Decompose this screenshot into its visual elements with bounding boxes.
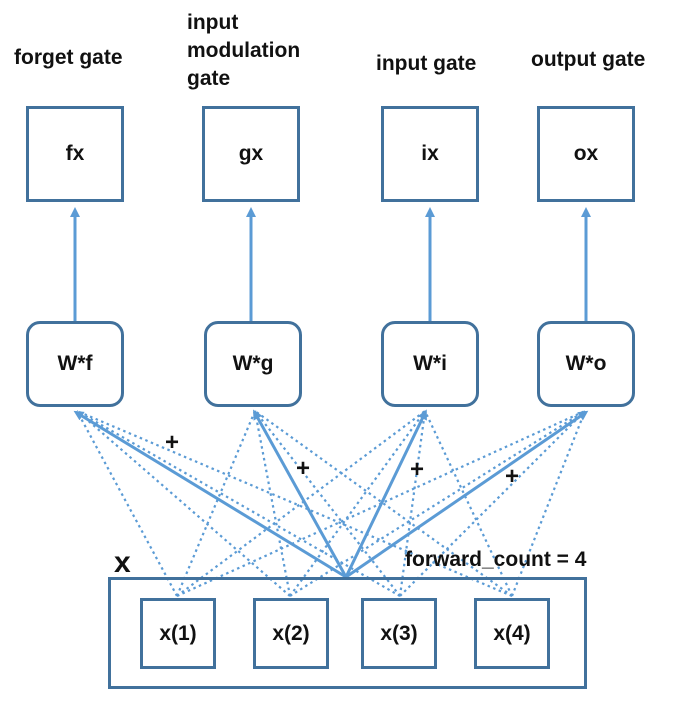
forget-gate-weight-box: W*f	[26, 321, 124, 407]
dotted-link-x1-w3	[176, 410, 426, 597]
input-gate-weight-box: W*i	[381, 321, 479, 407]
dotted-link-x4-w1	[76, 409, 513, 598]
solid-link-w2	[253, 409, 348, 578]
input-box-3: x(3)	[361, 598, 437, 669]
input-box-4: x(4)	[474, 598, 550, 669]
forward-count-label: forward_count = 4	[405, 548, 587, 571]
input-gate-label: input gate	[376, 52, 477, 75]
dotted-link-x4-w3	[424, 410, 513, 597]
plus-sign-1: +	[165, 429, 180, 456]
dotted-connections	[76, 409, 587, 598]
dotted-link-x3-w4	[399, 410, 586, 597]
dotted-link-x3-w1	[76, 410, 401, 597]
weight-to-output-arrows	[70, 207, 591, 321]
solid-link-w3	[344, 409, 427, 578]
output-gate-weight-box: W*o	[537, 321, 635, 407]
dotted-link-x3-w2	[254, 410, 401, 597]
plus-sign-4: +	[505, 463, 520, 490]
input-container	[108, 577, 587, 689]
dotted-link-x2-w1	[76, 410, 291, 597]
dotted-link-x1-w2	[175, 410, 257, 597]
solid-link-w1	[73, 410, 347, 579]
input-modulation-gate-output-box: gx	[202, 106, 300, 202]
dotted-link-x2-w3	[289, 410, 426, 597]
input-gate-output-box: ix	[381, 106, 479, 202]
input-modulation-gate-label: input modulation gate	[187, 11, 301, 90]
input-box-1: x(1)	[140, 598, 216, 669]
dotted-link-x2-w2	[253, 410, 292, 597]
input-modulation-gate-weight-box: W*g	[204, 321, 302, 407]
dotted-link-x2-w4	[289, 410, 586, 597]
output-gate-output-box: ox	[537, 106, 635, 202]
plus-sign-3: +	[410, 456, 425, 483]
dotted-link-x4-w2	[254, 410, 513, 597]
dotted-link-x3-w3	[398, 410, 427, 597]
solid-connections	[73, 409, 589, 579]
input-box-2: x(2)	[253, 598, 329, 669]
dotted-link-x1-w1	[76, 410, 178, 597]
plus-sign-2: +	[296, 455, 311, 482]
forget-gate-label: forget gate	[14, 46, 123, 69]
output-gate-label: output gate	[531, 48, 646, 71]
input-group-label: x	[114, 546, 131, 579]
forget-gate-output-box: fx	[26, 106, 124, 202]
solid-link-w4	[345, 410, 589, 579]
